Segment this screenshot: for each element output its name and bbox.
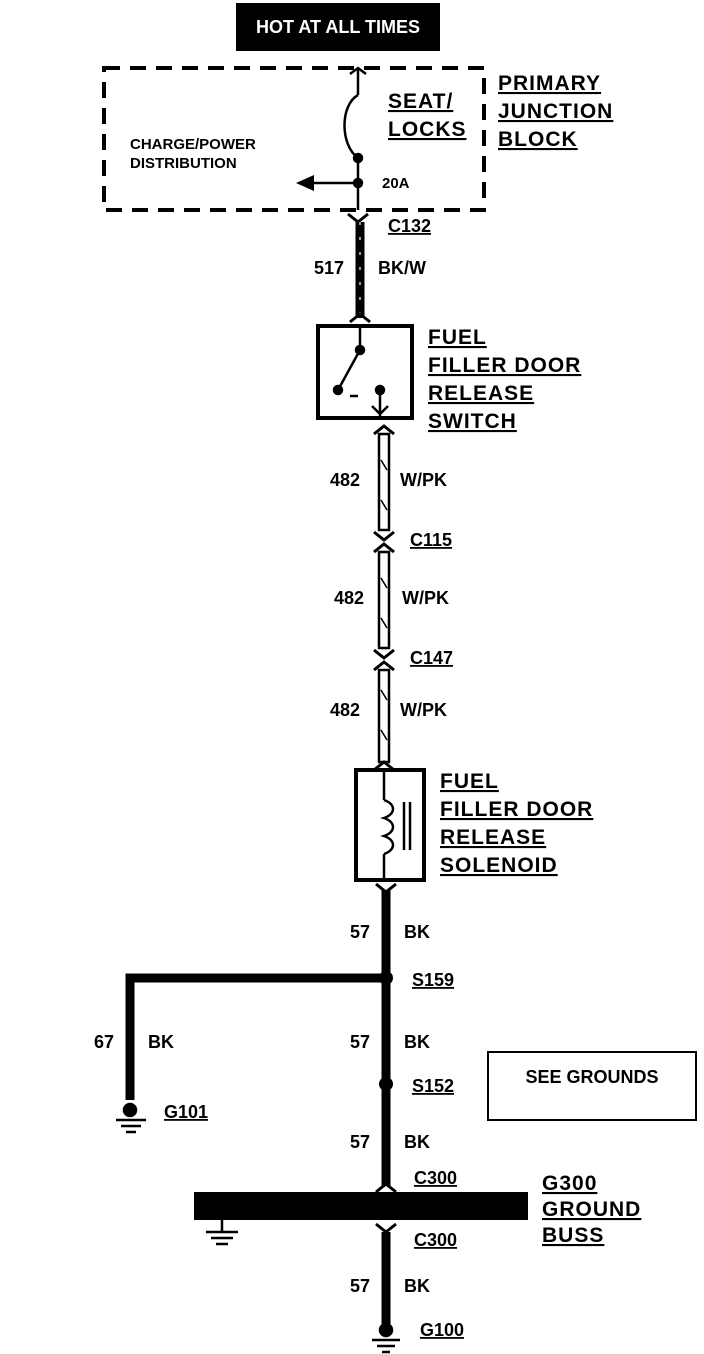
fuse-rating: 20A	[382, 175, 410, 192]
g300-line1: G300	[542, 1172, 597, 1195]
c115-label: C115	[410, 530, 452, 550]
fuel-filler-door-release-solenoid-box	[354, 768, 426, 882]
fuse-icon	[343, 66, 367, 210]
g300-line2: GROUND	[542, 1198, 641, 1221]
fuse-name-line1: SEAT/	[388, 90, 453, 113]
wire-482-3-circuit: 482	[330, 700, 360, 720]
wire-482-segment-3	[377, 668, 391, 764]
g300-ground-icon	[206, 1220, 238, 1246]
c300-bottom-connector-icon	[375, 1222, 397, 1234]
c300-bottom-label: C300	[414, 1230, 457, 1250]
see-grounds-box	[487, 1051, 697, 1121]
c147-label: C147	[410, 648, 453, 668]
solenoid-name-line1: FUEL	[440, 770, 499, 793]
switch-bottom-connector-icon	[373, 424, 395, 436]
junction-block-name-line1: PRIMARY	[498, 72, 601, 95]
fuse-name-line2: LOCKS	[388, 118, 467, 141]
see-grounds-label: SEE GROUNDS	[525, 1067, 658, 1087]
wire-57-2-color: BK	[404, 1032, 430, 1052]
wire-482-2-circuit: 482	[334, 588, 364, 608]
wire-57-3-color: BK	[404, 1132, 430, 1152]
switch-name-line4: SWITCH	[428, 410, 517, 433]
switch-name-line2: FILLER DOOR	[428, 354, 581, 377]
solenoid-coil-icon	[380, 770, 412, 880]
wire-67	[125, 973, 386, 1100]
wire-482-2-color: W/PK	[402, 588, 449, 608]
g101-label: G101	[164, 1102, 208, 1122]
wire-517-circuit: 517	[314, 258, 344, 278]
switch-icon	[332, 326, 389, 418]
c132-label: C132	[388, 216, 431, 236]
wire-57-1-circuit: 57	[350, 922, 370, 942]
wire-482-3-color: W/PK	[400, 700, 447, 720]
junction-block-outline	[102, 66, 486, 212]
c147-connector-icon	[373, 648, 395, 672]
distribution-line2: DISTRIBUTION	[130, 155, 237, 172]
wire-57-4-color: BK	[404, 1276, 430, 1296]
g100-label: G100	[420, 1320, 464, 1340]
wire-482-1-circuit: 482	[330, 470, 360, 490]
switch-top-connector-icon	[349, 312, 371, 324]
c132-connector-icon	[347, 212, 369, 224]
c300-top-label: C300	[414, 1168, 457, 1188]
hot-at-all-times-label: HOT AT ALL TIMES	[256, 17, 420, 37]
wire-517-color: BK/W	[378, 258, 426, 278]
c300-top-connector-icon	[375, 1182, 397, 1194]
solenoid-name-line3: RELEASE	[440, 826, 546, 849]
junction-block-name-line2: JUNCTION	[498, 100, 613, 123]
wire-482-segment-1	[377, 432, 391, 532]
solenoid-top-connector-icon	[373, 760, 395, 772]
g300-line3: BUSS	[542, 1224, 604, 1247]
wire-67-circuit: 67	[94, 1032, 114, 1052]
distribution-line1: CHARGE/POWER	[130, 136, 256, 153]
fuel-filler-door-release-switch-box	[316, 324, 414, 420]
wire-57-2-circuit: 57	[350, 1032, 370, 1052]
c115-connector-icon	[373, 530, 395, 554]
solenoid-name-line2: FILLER DOOR	[440, 798, 593, 821]
s159-label: S159	[412, 970, 454, 990]
switch-name-line3: RELEASE	[428, 382, 534, 405]
switch-name-line1: FUEL	[428, 326, 487, 349]
g101-ground-icon	[116, 1102, 146, 1134]
wire-57-1-color: BK	[404, 922, 430, 942]
distribution-arrow-icon	[296, 175, 358, 191]
wire-482-segment-2	[377, 550, 391, 650]
junction-block-name-line3: BLOCK	[498, 128, 578, 151]
wire-57-4-circuit: 57	[350, 1276, 370, 1296]
wire-67-color: BK	[148, 1032, 174, 1052]
s152-label: S152	[412, 1076, 454, 1096]
g300-ground-buss	[194, 1192, 528, 1220]
wire-57-3-circuit: 57	[350, 1132, 370, 1152]
wire-482-1-color: W/PK	[400, 470, 447, 490]
g100-ground-icon	[372, 1322, 400, 1354]
hot-at-all-times-box	[236, 3, 440, 51]
solenoid-name-line4: SOLENOID	[440, 854, 558, 877]
